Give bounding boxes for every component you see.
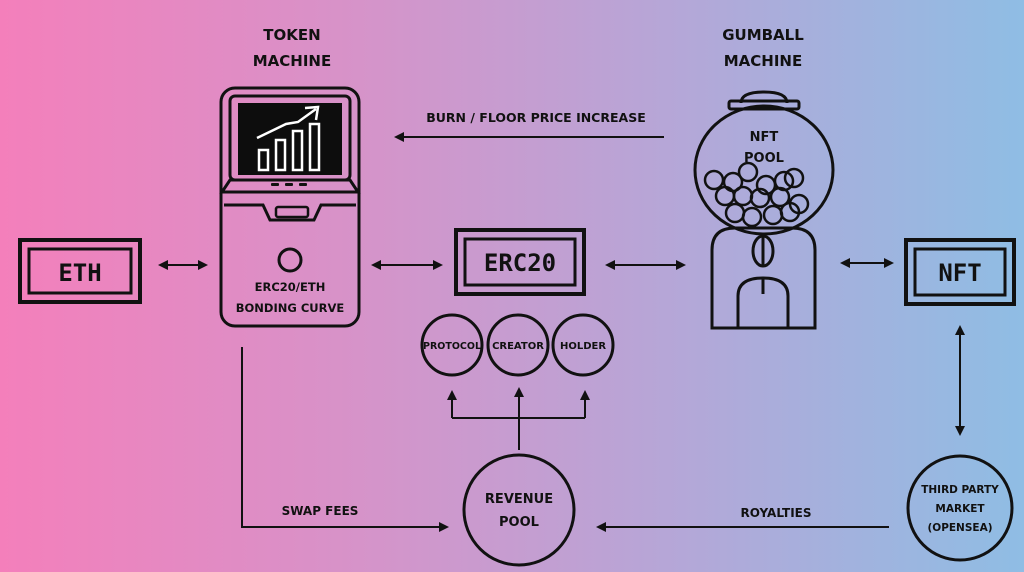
- token-machine-caption-line1: ERC20/ETH: [255, 280, 326, 294]
- nft-box-outer: [904, 238, 1016, 306]
- holder-label: HOLDER: [560, 341, 606, 352]
- third-party-market: THIRD PARTY MARKET (OPENSEA): [906, 454, 1014, 562]
- gumball-globe: [693, 104, 835, 236]
- revenue-pool-line1: REVENUE: [485, 492, 553, 507]
- gumball-icon: [703, 161, 810, 228]
- card-slot: [274, 205, 310, 219]
- revenue-pool-circle: [462, 453, 576, 567]
- gumball-lid: [727, 99, 801, 111]
- gumball-machine-title-line1: GUMBALL: [722, 26, 804, 44]
- revenue-pool: REVENUE POOL: [462, 453, 576, 567]
- erc20-label: ERC20: [484, 249, 556, 277]
- revenue-pool-line2: POOL: [499, 515, 539, 530]
- nft-node: NFT: [904, 238, 1016, 306]
- coin-slot-icon: [277, 247, 303, 273]
- nft-box-inner: [913, 247, 1007, 297]
- machine-divider: [224, 203, 356, 222]
- token-machine-body: [219, 86, 361, 328]
- eth-box-outer: [18, 238, 142, 304]
- third-party-circle: [906, 454, 1014, 562]
- creator-circle: [486, 313, 550, 377]
- third-party-line1: THIRD PARTY: [921, 484, 999, 496]
- erc20-box-inner: [463, 237, 577, 287]
- holder-circle: [551, 313, 615, 377]
- token-machine-title-line1: TOKEN: [263, 26, 320, 44]
- gumball-machine-title-line2: MACHINE: [724, 52, 802, 70]
- royalties-label: ROYALTIES: [741, 506, 812, 520]
- gumball-machine: GUMBALL MACHINE NFT POOL: [693, 26, 835, 330]
- gumball-dial: [751, 234, 775, 268]
- eth-node: ETH: [18, 238, 142, 304]
- chart-growth-icon: [256, 105, 321, 172]
- flow-arrows: [158, 132, 965, 532]
- third-party-line3: (OPENSEA): [927, 522, 992, 534]
- gumball-lid-knob: [739, 90, 789, 104]
- nft-pool-line2: POOL: [744, 151, 784, 166]
- protocol-label: PROTOCOL: [423, 341, 481, 352]
- third-party-line2: MARKET: [935, 503, 985, 515]
- protocol-circle: [420, 313, 484, 377]
- token-machine-caption-line2: BONDING CURVE: [236, 301, 345, 315]
- token-machine: TOKEN MACHINE ERC20/ETH BONDING CURVE: [219, 26, 361, 328]
- erc20-node: ERC20: [454, 228, 586, 296]
- eth-label: ETH: [58, 259, 101, 287]
- nft-label: NFT: [938, 259, 981, 287]
- burn-label: BURN / FLOOR PRICE INCREASE: [426, 110, 646, 125]
- arrow-swap-fees: [241, 347, 449, 532]
- recipients: PROTOCOL CREATOR HOLDER: [420, 313, 615, 377]
- laptop-screen: [238, 103, 342, 175]
- nft-pool-line1: NFT: [750, 130, 779, 145]
- erc20-box-outer: [454, 228, 586, 296]
- token-machine-title-line2: MACHINE: [253, 52, 331, 70]
- gumball-base: [710, 226, 817, 330]
- swap-fees-label: SWAP FEES: [282, 504, 359, 518]
- eth-box-inner: [27, 247, 133, 295]
- laptop-base: [219, 178, 361, 194]
- creator-label: CREATOR: [492, 341, 544, 352]
